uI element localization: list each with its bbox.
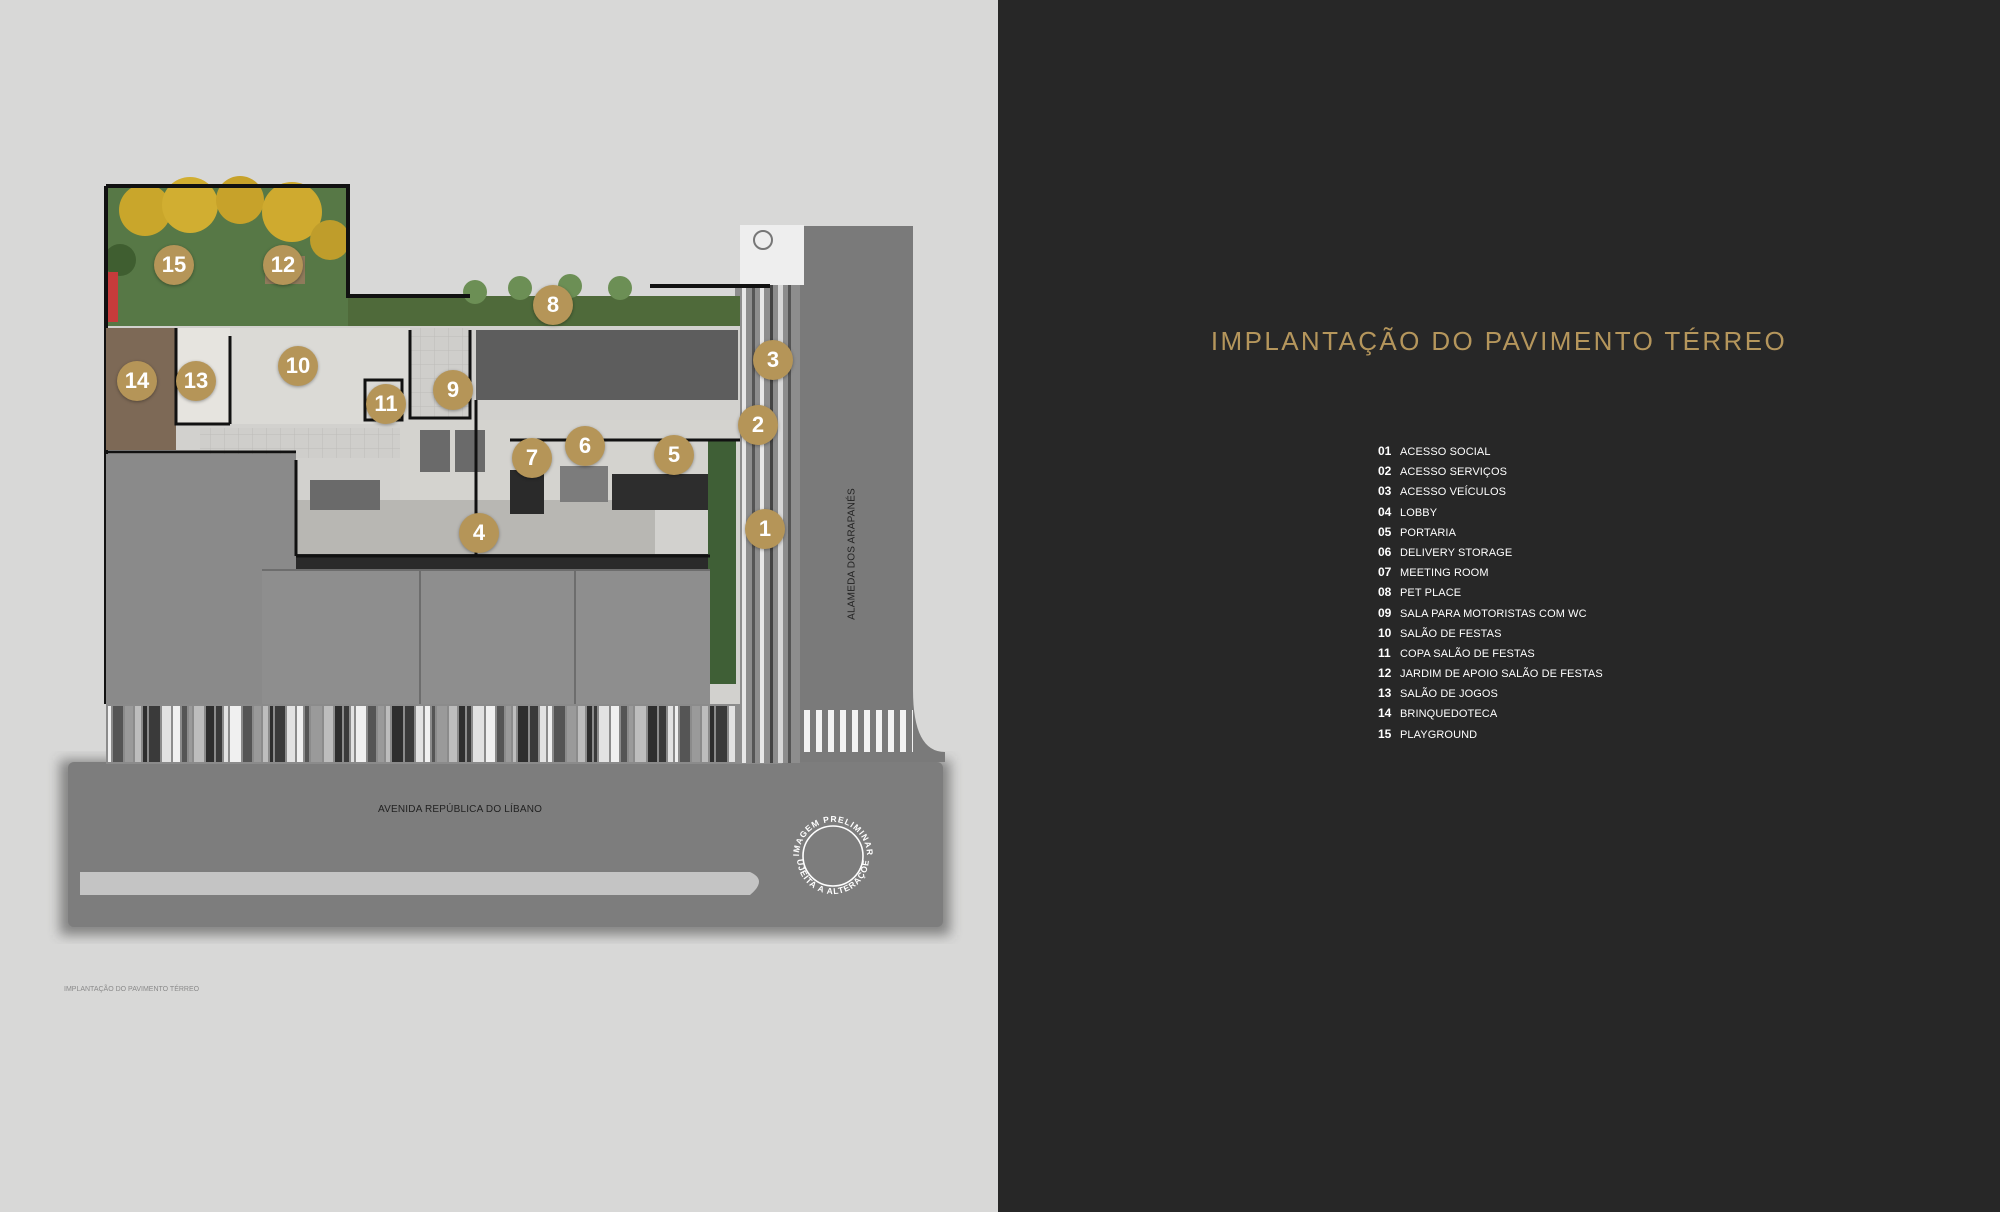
marker-11: 11 <box>366 384 406 424</box>
marker-1: 1 <box>745 509 785 549</box>
legend-number: 06 <box>1378 544 1392 559</box>
marker-10: 10 <box>278 346 318 386</box>
legend-label: SALÃO DE JOGOS <box>1400 688 1498 701</box>
marker-5: 5 <box>654 435 694 475</box>
legend-number: 01 <box>1378 444 1392 458</box>
legend-item: 07 MEETING ROOM <box>1378 562 1603 582</box>
marker-6: 6 <box>565 426 605 466</box>
marker-13: 13 <box>176 361 216 401</box>
legend-label: SALA PARA MOTORISTAS COM WC <box>1400 607 1587 620</box>
legend-label: PET PLACE <box>1400 587 1462 600</box>
legend-label: JARDIM DE APOIO SALÃO DE FESTAS <box>1400 668 1603 681</box>
legend-number: 02 <box>1378 464 1392 479</box>
legend-label: PORTARIA <box>1400 526 1457 539</box>
legend-item: 12 JARDIM DE APOIO SALÃO DE FESTAS <box>1378 663 1603 683</box>
legend-title: IMPLANTAÇÃO DO PAVIMENTO TÉRREO <box>1210 326 1788 356</box>
marker-9: 9 <box>433 370 473 410</box>
marker-7: 7 <box>512 438 552 478</box>
marker-12: 12 <box>263 245 303 285</box>
legend-item: 06 DELIVERY STORAGE <box>1378 542 1603 562</box>
legend-number: 05 <box>1378 524 1392 539</box>
marker-8: 8 <box>533 285 573 325</box>
legend-label: PLAYGROUND <box>1400 728 1478 741</box>
plan-caption: IMPLANTAÇÃO DO PAVIMENTO TÉRREO <box>64 986 200 993</box>
legend-label: ACESSO VEÍCULOS <box>1400 486 1507 499</box>
legend-item: 01 ACESSO SOCIAL <box>1378 441 1603 461</box>
avenida-sidewalk <box>106 704 782 764</box>
street-label-alameda: ALAMEDA DOS ARAPANÉS <box>846 488 858 620</box>
marker-15: 15 <box>154 245 194 285</box>
crosswalk <box>800 710 913 752</box>
legend-item: 05 PORTARIA <box>1378 522 1603 542</box>
trees <box>104 176 632 304</box>
legend-number: 08 <box>1378 585 1392 600</box>
marker-4: 4 <box>459 513 499 553</box>
legend-item: 09 SALA PARA MOTORISTAS COM WC <box>1378 603 1603 623</box>
legend-item: 03 ACESSO VEÍCULOS <box>1378 481 1603 501</box>
legend-number: 09 <box>1378 605 1392 620</box>
legend-number: 14 <box>1378 706 1392 721</box>
red-bench <box>108 272 118 322</box>
alameda-road <box>800 226 945 762</box>
legend-number: 03 <box>1378 484 1392 499</box>
legend-number: 07 <box>1378 565 1392 580</box>
legend-item: 15 PLAYGROUND <box>1378 724 1603 744</box>
marker-14: 14 <box>117 361 157 401</box>
legend-number: 04 <box>1378 504 1392 519</box>
legend-number: 13 <box>1378 686 1392 701</box>
corner-block <box>740 225 804 285</box>
floor-plan-drawing <box>60 176 950 935</box>
floor-plan-panel: AVENIDA REPÚBLICA DO LÍBANO ALAMEDA DOS … <box>0 0 998 1212</box>
median-strip <box>80 872 759 895</box>
legend-label: ACESSO SOCIAL <box>1400 446 1491 458</box>
legend-label: SALÃO DE FESTAS <box>1400 627 1502 640</box>
legend-label: DELIVERY STORAGE <box>1400 546 1513 559</box>
legend-item: 13 SALÃO DE JOGOS <box>1378 683 1603 703</box>
legend-label: ACESSO SERVIÇOS <box>1400 466 1508 479</box>
legend-item: 10 SALÃO DE FESTAS <box>1378 623 1603 643</box>
legend-label: MEETING ROOM <box>1400 567 1489 580</box>
legend-item: 08 PET PLACE <box>1378 582 1603 602</box>
street-label-avenida: AVENIDA REPÚBLICA DO LÍBANO <box>378 804 543 815</box>
legend-item: 11 COPA SALÃO DE FESTAS <box>1378 643 1603 663</box>
legend-item: 02 ACESSO SERVIÇOS <box>1378 461 1603 481</box>
legend-label: COPA SALÃO DE FESTAS <box>1400 647 1535 660</box>
legend-number: 15 <box>1378 726 1392 741</box>
legend-number: 10 <box>1378 625 1392 640</box>
legend-number: 11 <box>1378 645 1391 660</box>
legend-list: 01 ACESSO SOCIAL 02 ACESSO SERVIÇOS 03 ACES… <box>1378 441 1603 744</box>
legend-item: 04 LOBBY <box>1378 502 1603 522</box>
legend-label: BRINQUEDOTECA <box>1400 708 1498 721</box>
legend-label: LOBBY <box>1400 506 1438 519</box>
legend-item: 14 BRINQUEDOTECA <box>1378 703 1603 723</box>
marker-3: 3 <box>753 340 793 380</box>
marker-2: 2 <box>738 405 778 445</box>
preliminary-image-stamp: IMAGEM PRELIMINAR SUJEITA A ALTERAÇÕES <box>785 808 874 896</box>
legend-number: 12 <box>1378 666 1392 681</box>
